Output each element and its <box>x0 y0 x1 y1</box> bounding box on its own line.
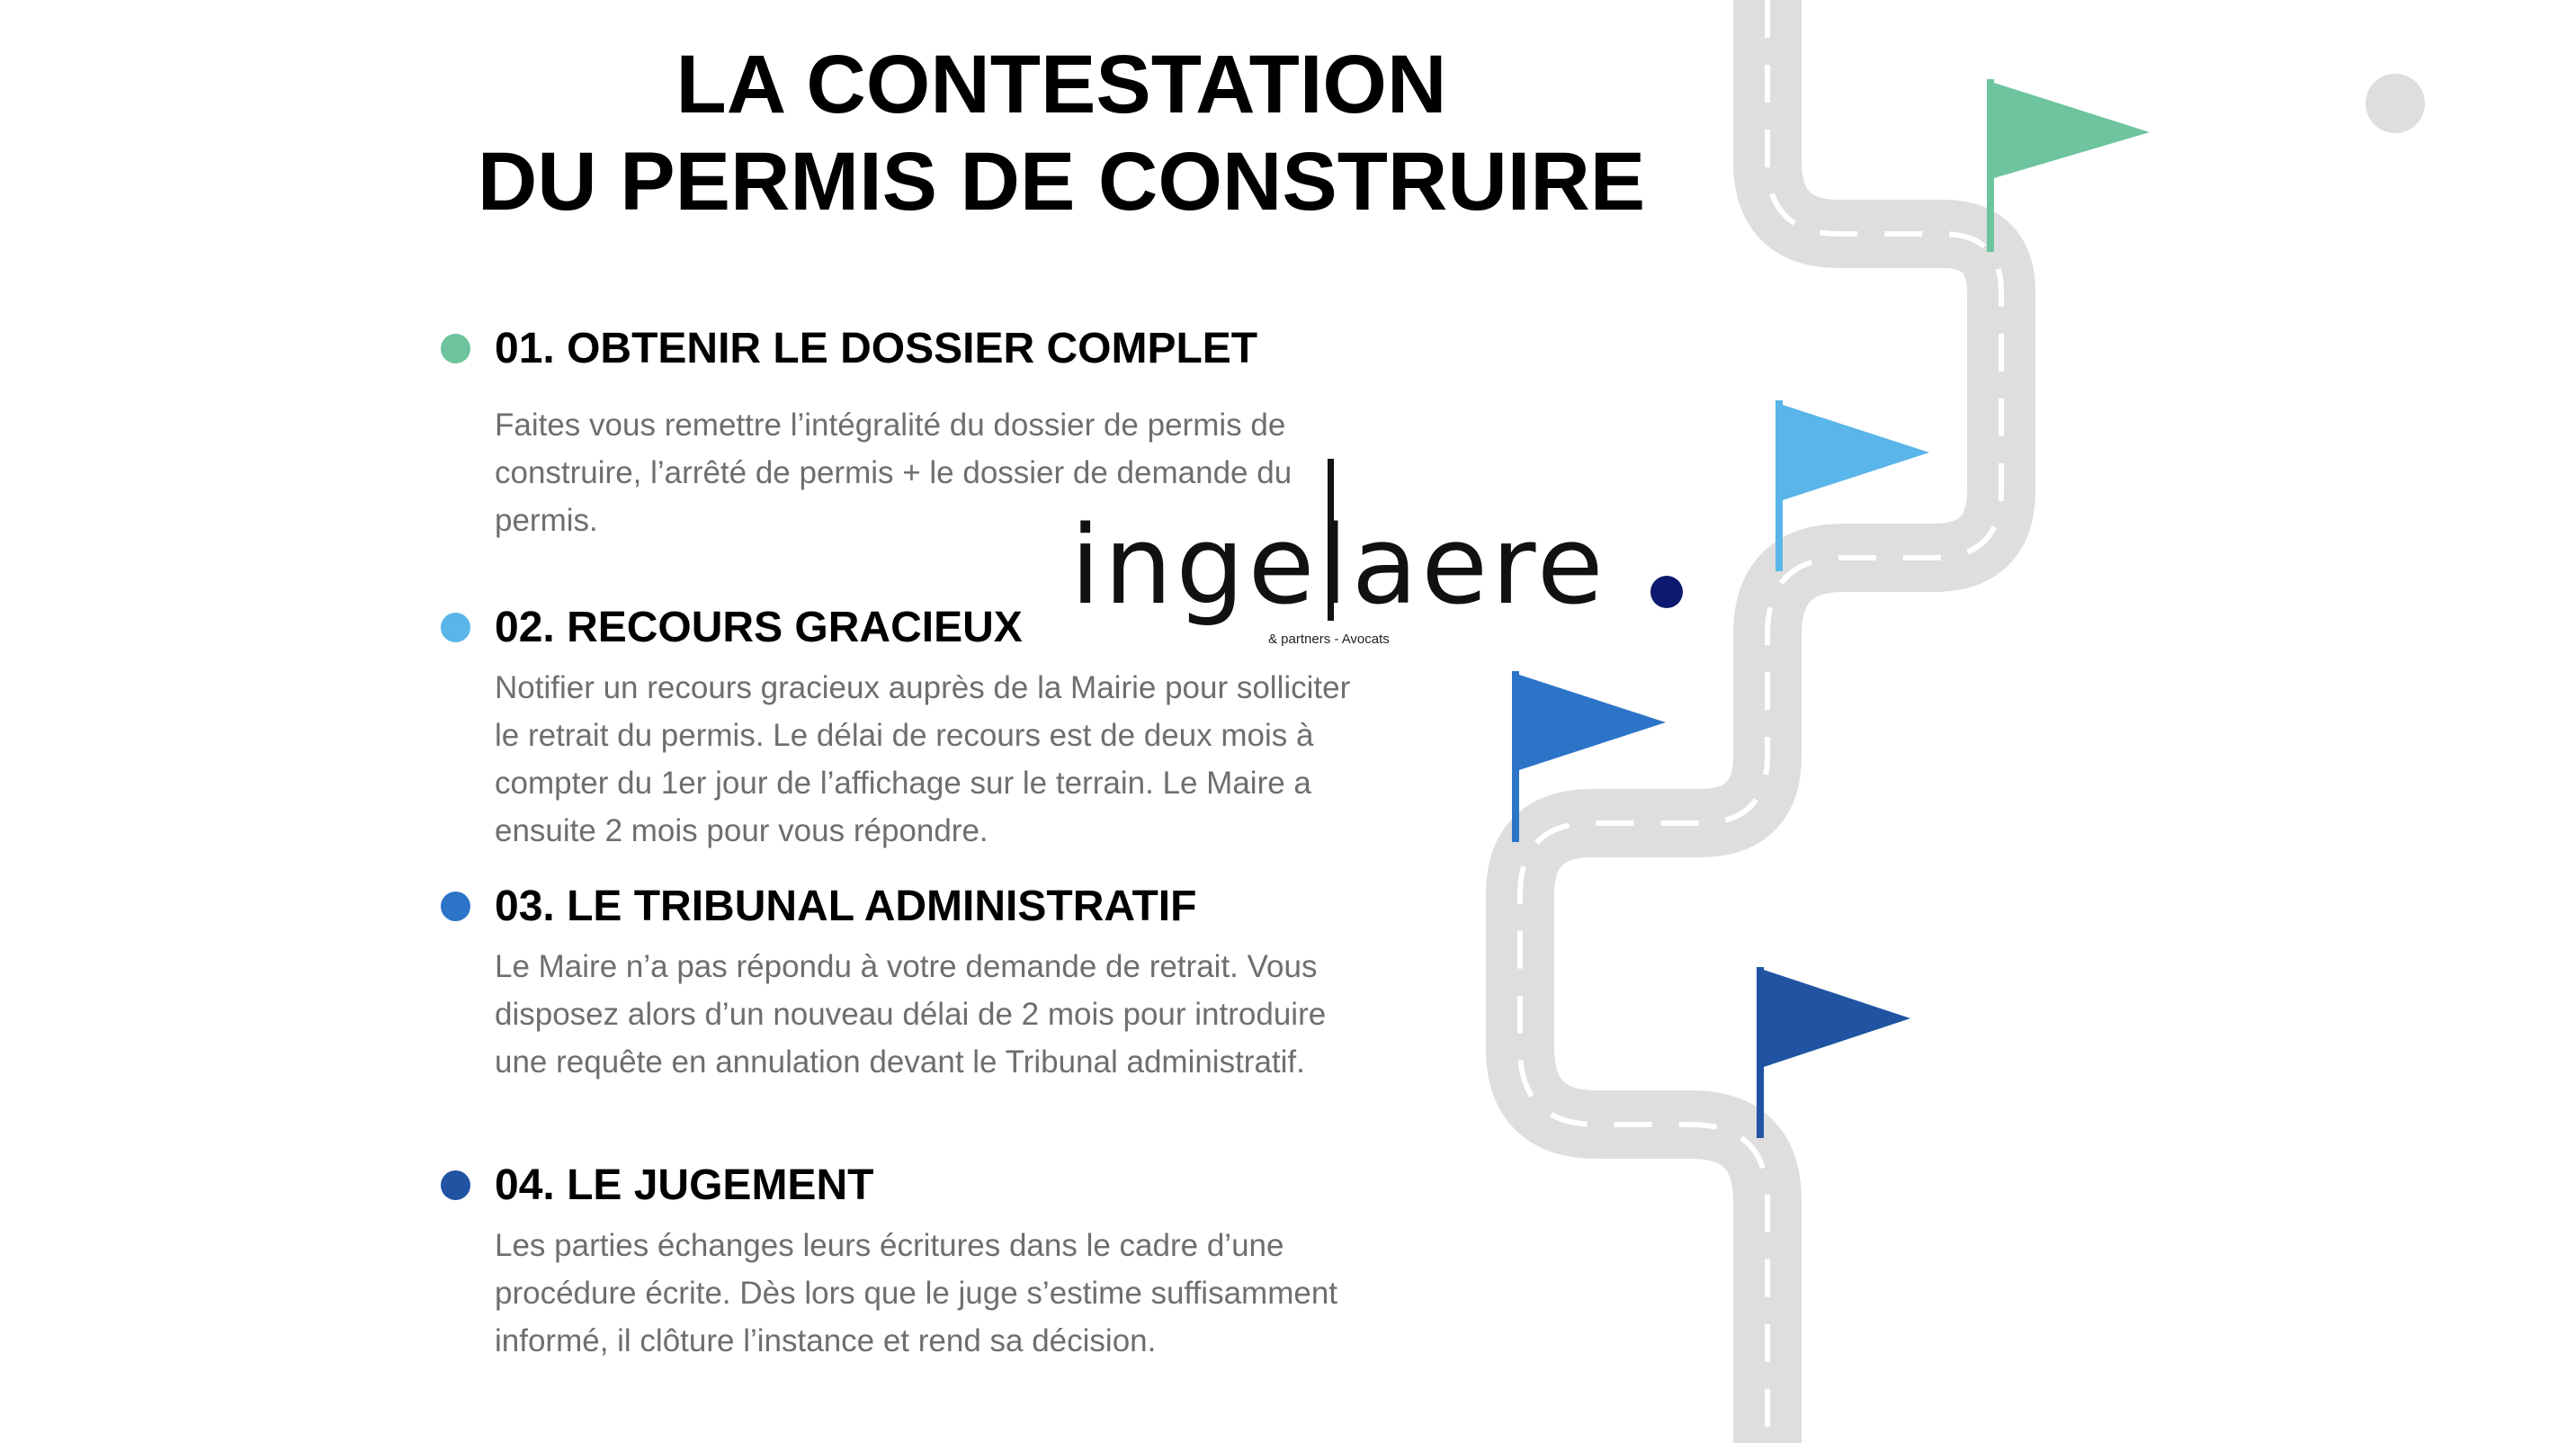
step-3-description: Le Maire n’a pas répondu à votre demande… <box>495 949 1327 1080</box>
page-title-line-2: DU PERMIS DE CONSTRUIRE <box>477 136 1646 228</box>
step-1-title: 01. OBTENIR LE DOSSIER COMPLET <box>495 325 1258 372</box>
step-2-description: Notifier un recours gracieux auprès de l… <box>495 670 1351 848</box>
step-1-description: Faites vous remettre l’intégralité du do… <box>495 408 1292 538</box>
logo-dot-icon <box>1650 576 1683 608</box>
page-title: LA CONTESTATION DU PERMIS DE CONSTRUIRE <box>387 36 1736 230</box>
road <box>1486 0 2035 1443</box>
step-4-description: Les parties échanges leurs écritures dan… <box>495 1228 1338 1358</box>
decorative-circle <box>2366 74 2425 133</box>
step-3-bullet-icon <box>441 892 470 921</box>
step-2-bullet-icon <box>441 613 470 642</box>
step-4-title: 04. LE JUGEMENT <box>495 1161 874 1209</box>
logo-wordmark: ingelaere <box>1070 504 1607 629</box>
step-1-bullet-icon <box>441 334 470 363</box>
page-title-line-1: LA CONTESTATION <box>675 39 1447 130</box>
flag-icon <box>1757 967 1910 1138</box>
step-3-title: 03. LE TRIBUNAL ADMINISTRATIF <box>495 883 1197 930</box>
flag-icon <box>1987 79 2150 252</box>
step-2-title: 02. RECOURS GRACIEUX <box>495 604 1023 651</box>
flag-icon <box>1512 671 1666 842</box>
step-4-bullet-icon <box>441 1170 470 1200</box>
logo-vertical-bar <box>1328 459 1334 621</box>
flag-icon <box>1775 400 1929 571</box>
logo-tagline: & partners - Avocats <box>1268 632 1390 647</box>
road-center-dashes <box>1517 0 2004 1443</box>
ingelaere-logo: ingelaere & partners - Avocats <box>1070 459 1718 652</box>
